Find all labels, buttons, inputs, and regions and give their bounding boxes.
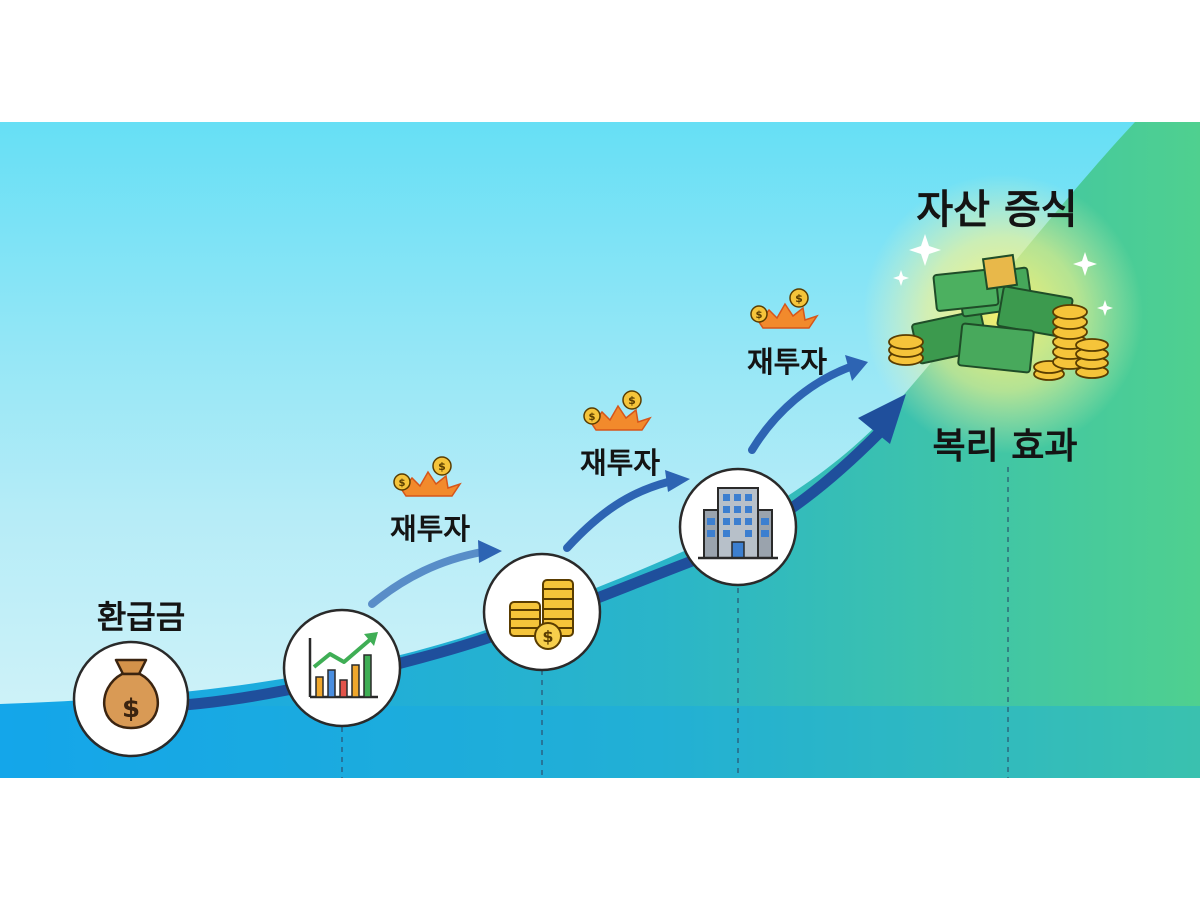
cash-pile-icon (888, 234, 1113, 381)
svg-text:$: $ (438, 460, 446, 473)
money-bag-icon: $ (102, 658, 160, 730)
stage-building (678, 467, 798, 587)
svg-text:$: $ (795, 292, 803, 305)
dashed-guides (341, 467, 1009, 778)
reinvest-arrows (368, 363, 854, 608)
sparkle-icon (893, 234, 1113, 316)
reinvest-arrowheads (478, 355, 868, 563)
water-band (0, 706, 1200, 778)
svg-text:$: $ (756, 310, 763, 321)
label-asset-growth: 자산 증식 (916, 187, 1078, 233)
svg-text:$: $ (589, 412, 596, 423)
bar-chart-growth-icon (308, 632, 378, 699)
burst-coins-icon: $ $ (393, 456, 462, 497)
growth-ground (0, 122, 1200, 778)
stage-chart (282, 608, 402, 728)
svg-text:$: $ (542, 627, 553, 646)
office-building-icon (698, 487, 778, 560)
burst-coins-icon: $ $ (583, 390, 652, 431)
stage-money-bag: $ (72, 640, 190, 758)
coin-stack-icon: $ (509, 579, 574, 650)
label-reinvest-2: 재투자 (579, 446, 661, 480)
label-reinvest-1: 재투자 (389, 512, 471, 546)
stage-coins: $ (482, 552, 602, 672)
growth-curve-arrowhead-icon (858, 394, 906, 444)
svg-text:$: $ (399, 478, 406, 489)
svg-text:$: $ (122, 694, 140, 724)
burst-coins-icon: $ $ (750, 288, 819, 329)
compound-growth-diagram: $ (0, 122, 1200, 778)
label-compound-effect: 복리 효과 (932, 426, 1078, 467)
label-start-refund: 환급금 (96, 598, 186, 636)
svg-text:$: $ (628, 394, 636, 407)
label-reinvest-3: 재투자 (746, 345, 828, 379)
